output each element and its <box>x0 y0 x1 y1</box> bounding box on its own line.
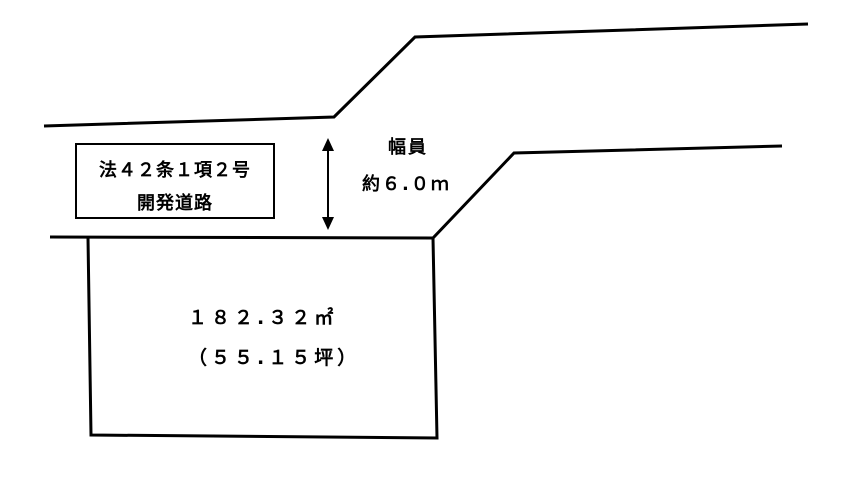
road-type-box: 法４２条１項２号 開発道路 <box>75 143 275 219</box>
road-lower-edge <box>49 144 783 240</box>
lot-area-tsubo: （５５.１５坪） <box>188 347 361 369</box>
road-type-line2: 開発道路 <box>137 193 213 214</box>
lot-area-sqm: １８２.３２㎡ <box>188 307 338 329</box>
lot-boundary <box>86 237 439 440</box>
road-width-label: 幅員 <box>388 137 428 158</box>
arrow-down-icon <box>322 217 334 230</box>
road-upper-edge <box>43 22 809 128</box>
road-width-value: 約６.０ｍ <box>362 174 451 195</box>
arrow-up-icon <box>322 138 334 151</box>
road-type-line1: 法４２条１項２号 <box>99 160 251 181</box>
